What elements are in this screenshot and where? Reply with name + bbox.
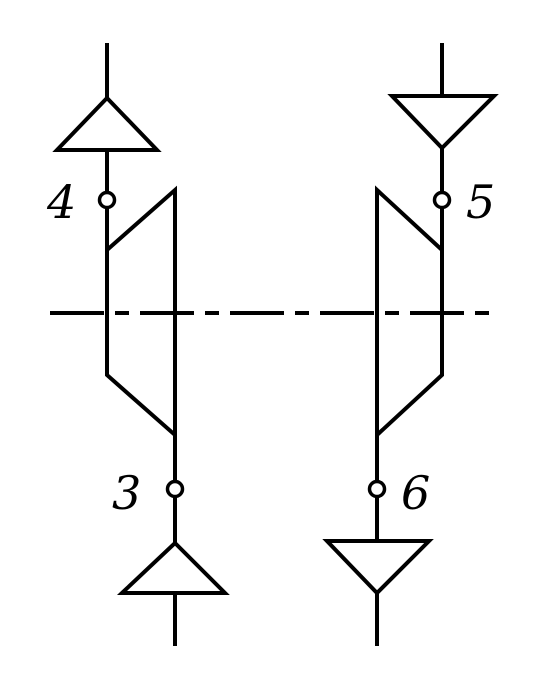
node-3 [165,479,185,499]
node-5 [432,190,452,210]
left-machine [52,43,230,646]
node-6 [367,479,387,499]
left-bottom-triangle-up [116,540,230,595]
label-node-6: 6 [401,466,430,520]
label-node-5: 5 [466,175,495,229]
right-bottom-triangle-down [322,539,434,596]
right-top-triangle-down [387,94,499,151]
label-node-3: 3 [112,466,141,520]
right-machine [322,43,499,646]
label-node-4: 4 [46,175,76,229]
node-4 [97,190,117,210]
left-top-triangle-up [52,95,162,152]
